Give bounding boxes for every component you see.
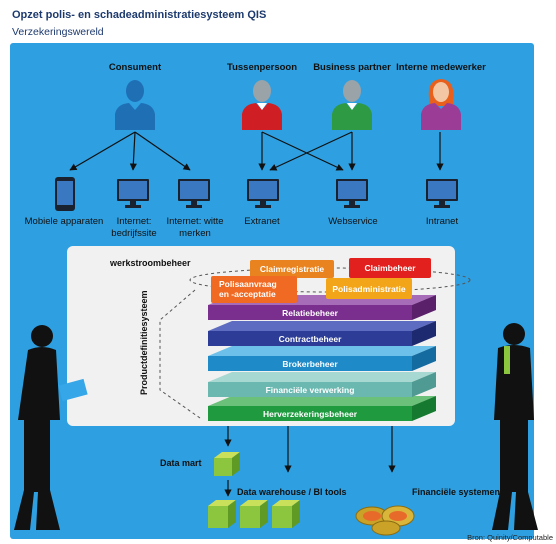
- actor-label-tussenpersoon: Tussenpersoon: [226, 62, 298, 73]
- phone-icon: [55, 177, 75, 211]
- businessman-left-icon: [14, 325, 88, 530]
- workflow-label: werkstroombeheer: [110, 258, 191, 268]
- person-icon-interne-medewerker: [421, 79, 461, 130]
- diagram-title: Opzet polis- en schadeadministratiesyste…: [12, 9, 267, 21]
- diagram-subtitle: Verzekeringswereld: [12, 26, 104, 38]
- svg-text:Polisadministratie: Polisadministratie: [332, 284, 405, 294]
- monitor-icon-extranet: [247, 179, 279, 208]
- monitor-icon-bedrijfssite: [117, 179, 149, 208]
- layer-label-relatiebeheer: Relatiebeheer: [282, 308, 338, 318]
- actor-label-consument: Consument: [108, 62, 162, 73]
- output-arrows: [224, 422, 396, 497]
- layer-contractbeheer: Contractbeheer: [208, 321, 436, 346]
- data-mart-cube-icon: [214, 452, 240, 476]
- layer-herverzekeringsbeheer: Herverzekeringsbeheer: [208, 396, 436, 421]
- person-icon-business-partner: [332, 80, 372, 130]
- person-icon-tussenpersoon: [242, 80, 282, 130]
- monitor-icon-witte-merken: [178, 179, 210, 208]
- channel-label-mobiel: Mobiele apparaten: [24, 216, 104, 227]
- channel-label-intranet: Intranet: [425, 216, 459, 227]
- output-label-data-mart: Data mart: [160, 458, 202, 468]
- coins-icon: [355, 505, 415, 536]
- data-warehouse-cubes-icon: [208, 500, 300, 528]
- channel-label-extranet: Extranet: [244, 216, 280, 227]
- actor-channel-arrows: [69, 131, 444, 171]
- module-claimbeheer: Claimbeheer: [349, 258, 431, 278]
- layer-label-brokerbeheer: Brokerbeheer: [282, 359, 338, 369]
- layer-financiele-verwerking: Financiële verwerking: [208, 372, 436, 397]
- channel-label-bedrijfssite: Internet: bedrijfssite: [111, 216, 157, 239]
- actor-label-business-partner: Business partner: [313, 62, 391, 73]
- svg-text:Claimregistratie: Claimregistratie: [260, 264, 325, 274]
- layer-label-financiele-verwerking: Financiële verwerking: [266, 385, 355, 395]
- svg-text:Claimbeheer: Claimbeheer: [364, 263, 416, 273]
- output-label-financiele-systemen: Financiële systemen: [412, 487, 501, 497]
- layer-label-herverzekeringsbeheer: Herverzekeringsbeheer: [263, 409, 358, 419]
- output-label-data-warehouse: Data warehouse / BI tools: [237, 487, 347, 497]
- module-polisadministratie: Polisadministratie: [326, 278, 412, 299]
- actor-label-interne-medewerker: Interne medewerker: [396, 62, 486, 73]
- product-definition-bracket: [159, 289, 201, 419]
- channel-label-webservice: Webservice: [328, 216, 378, 227]
- layer-label-contractbeheer: Contractbeheer: [279, 334, 343, 344]
- channel-label-witte-merken: Internet: witte merken: [166, 216, 224, 239]
- person-icon-consument: [115, 80, 155, 130]
- source-credit: Bron: Quinity/Computable: [467, 533, 553, 542]
- module-claimregistratie: Claimregistratie: [250, 260, 334, 278]
- monitor-icon-webservice: [336, 179, 368, 208]
- layer-brokerbeheer: Brokerbeheer: [208, 346, 436, 371]
- workflow-ellipse: [189, 267, 471, 293]
- businessman-right-icon: [492, 323, 538, 530]
- monitor-icon-intranet: [426, 179, 458, 208]
